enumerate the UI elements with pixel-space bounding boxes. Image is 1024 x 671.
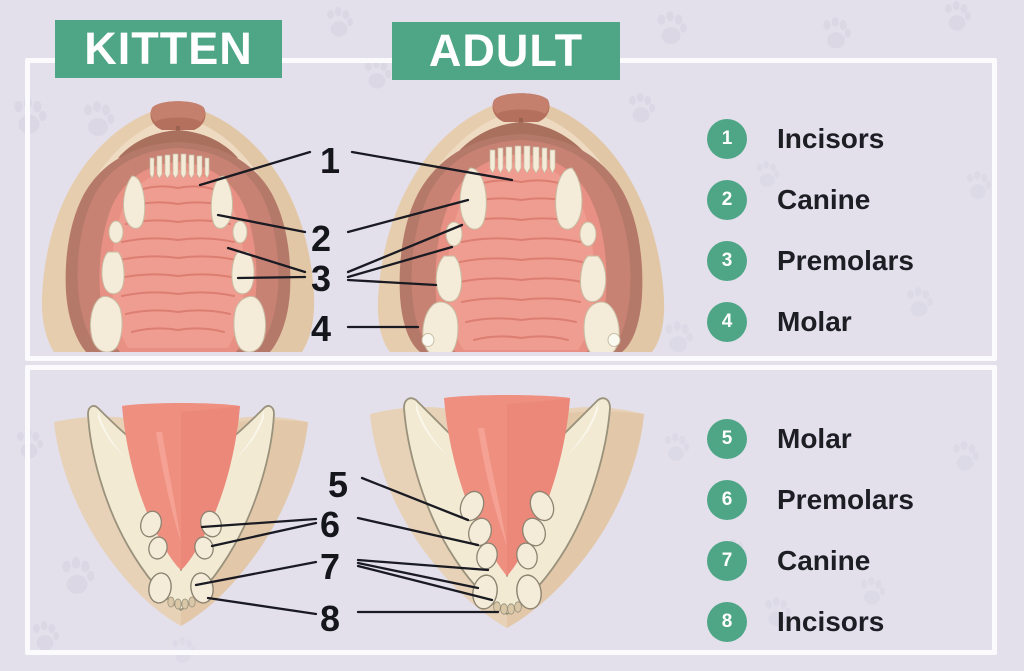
paw-icon — [966, 170, 992, 199]
callout-7: 7 — [320, 546, 341, 587]
banner-kitten-label: KITTEN — [84, 23, 253, 74]
legend-badge-5: 5 — [707, 418, 747, 459]
paw-icon — [33, 620, 60, 651]
diagram-adult-upper-jaw — [377, 93, 665, 352]
paw-icon — [629, 92, 656, 123]
callout-4: 4 — [311, 308, 332, 349]
legend-label-incisors: Incisors — [777, 122, 885, 154]
legend-item: 4 Molar — [707, 291, 914, 352]
paw-icon — [907, 286, 934, 317]
legend-label-canine: Canine — [777, 183, 871, 215]
paw-icon — [327, 6, 354, 37]
banner-kitten: KITTEN — [55, 20, 282, 78]
paw-icon — [365, 58, 392, 89]
paw-icon — [84, 101, 115, 136]
paw-icon — [664, 432, 690, 461]
paw-icon — [62, 557, 95, 594]
legend-item: 8 Incisors — [707, 591, 914, 652]
legend-item: 5 Molar — [707, 408, 914, 469]
legend-badge-2: 2 — [707, 179, 747, 220]
legend-label-molar: Molar — [777, 305, 852, 337]
paw-icon — [765, 596, 792, 627]
banner-adult-label: ADULT — [428, 25, 584, 76]
callout-5: 5 — [328, 464, 349, 505]
paw-icon — [945, 0, 972, 31]
legend-item: 1 Incisors — [707, 108, 914, 169]
legend-label-canine-lower: Canine — [777, 544, 871, 576]
legend-label-molar-lower: Molar — [777, 422, 852, 454]
callout-6: 6 — [320, 504, 341, 545]
legend-label-premolars-lower: Premolars — [777, 483, 914, 515]
legend-badge-7: 7 — [707, 540, 747, 581]
paw-icon — [665, 320, 693, 353]
diagram-kitten-lower-jaw — [54, 403, 308, 626]
callout-3: 3 — [311, 258, 332, 299]
paw-icon — [823, 16, 851, 49]
legend-badge-8: 8 — [707, 601, 747, 642]
legend-lower-jaw: 5 Molar 6 Premolars 7 Canine 8 Incisors — [707, 408, 914, 652]
legend-item: 6 Premolars — [707, 469, 914, 530]
legend-badge-6: 6 — [707, 479, 747, 520]
callout-8: 8 — [320, 598, 341, 639]
callout-2: 2 — [311, 218, 332, 259]
diagram-adult-lower-jaw — [370, 395, 644, 628]
legend-badge-1: 1 — [707, 118, 747, 159]
legend-upper-jaw: 1 Incisors 2 Canine 3 Premolars 4 Molar — [707, 108, 914, 352]
lower-jaw-panel — [25, 365, 997, 655]
legend-item: 7 Canine — [707, 530, 914, 591]
legend-label-premolars: Premolars — [777, 244, 914, 276]
paw-icon — [756, 160, 780, 187]
paw-icon — [657, 10, 687, 45]
paw-icon — [953, 440, 980, 471]
banner-adult: ADULT — [392, 22, 620, 80]
callout-1: 1 — [320, 140, 341, 181]
legend-item: 3 Premolars — [707, 230, 914, 291]
legend-label-incisors-lower: Incisors — [777, 605, 885, 637]
legend-item: 2 Canine — [707, 169, 914, 230]
legend-badge-4: 4 — [707, 301, 747, 342]
paw-icon — [860, 576, 886, 605]
legend-badge-3: 3 — [707, 240, 747, 281]
diagram-kitten-upper-jaw — [41, 101, 315, 352]
